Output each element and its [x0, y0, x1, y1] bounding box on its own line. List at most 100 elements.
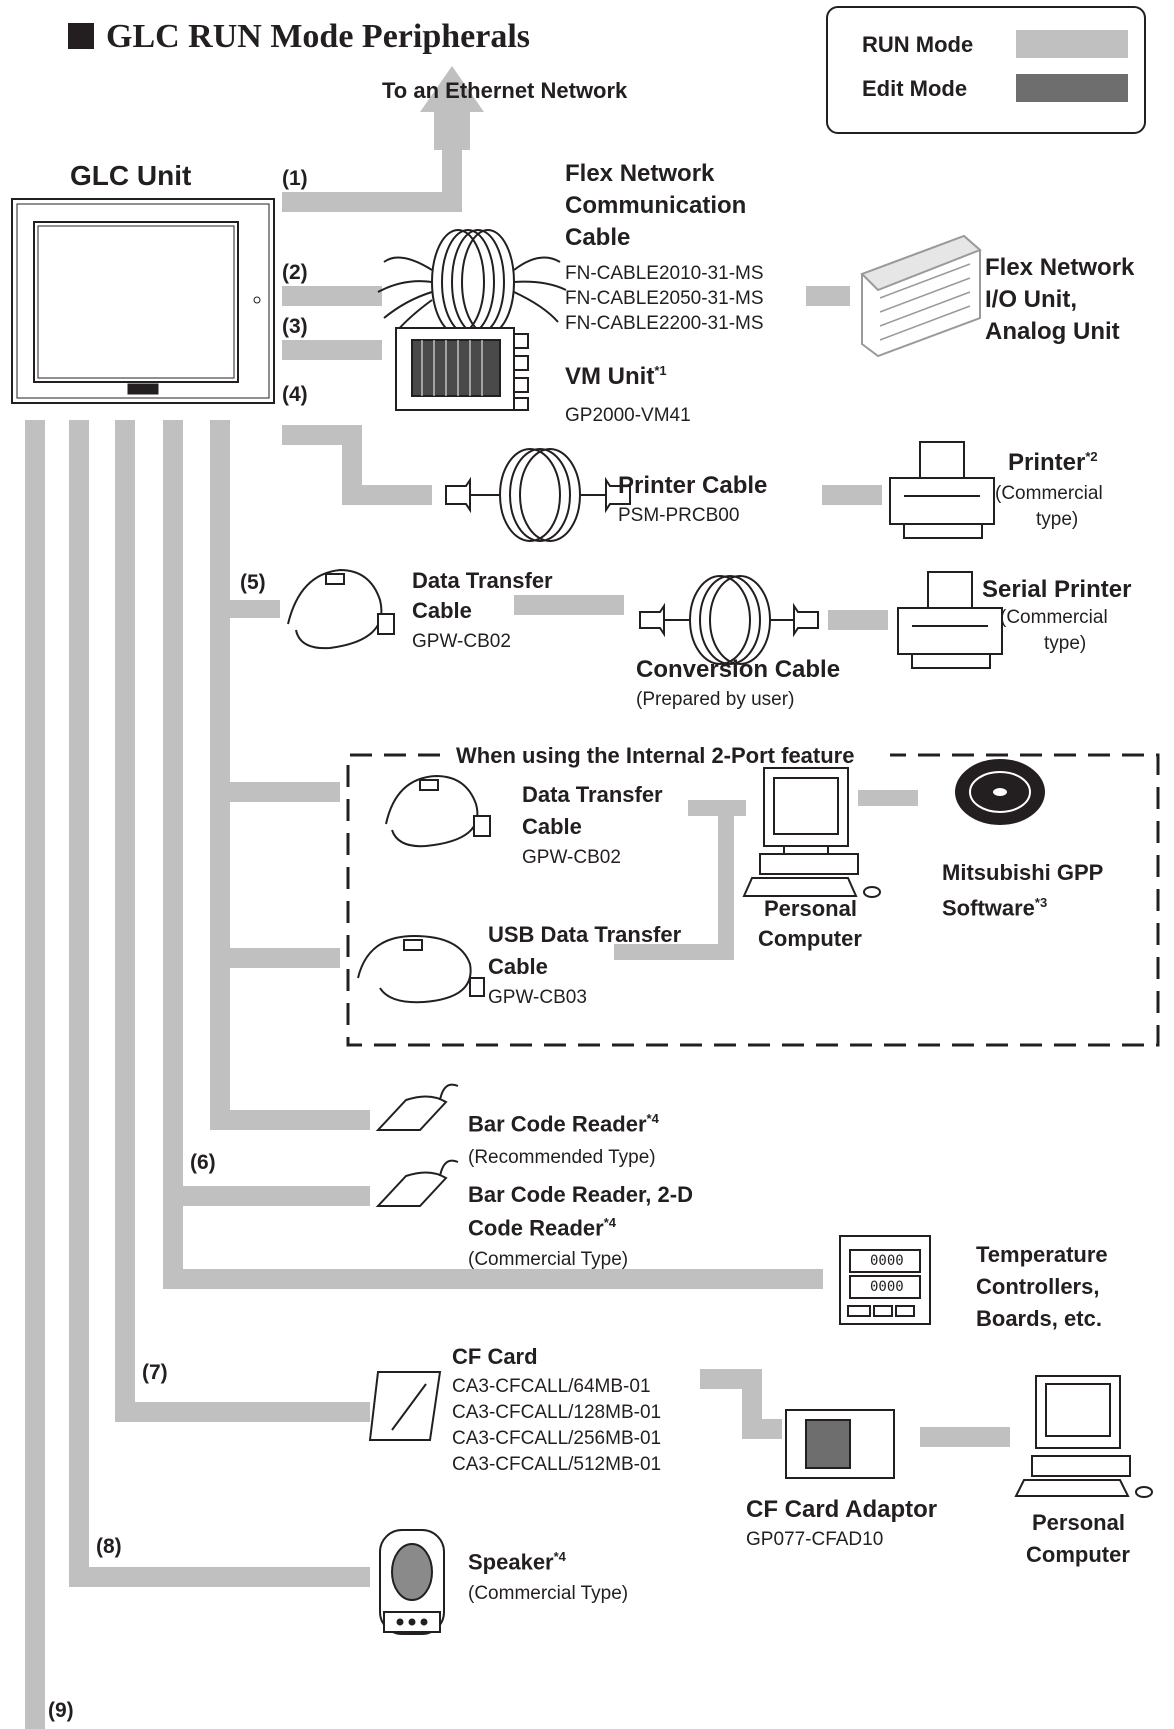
printer-name: Printer — [1008, 449, 1086, 476]
printer-type-1: (Commercial — [995, 483, 1103, 504]
flex-io-unit-image — [860, 234, 982, 358]
speaker-name: Speaker — [468, 1549, 554, 1575]
serial-printer-image — [897, 571, 1003, 669]
two-port-dt-label-1: Data Transfer — [522, 782, 663, 807]
flex-cable-model-2: FN-CABLE2050-31-MS — [565, 288, 764, 309]
barcode-1-type: (Recommended Type) — [468, 1147, 656, 1168]
printer-cable-label: Printer Cable — [618, 472, 768, 499]
ethernet-label: To an Ethernet Network — [382, 78, 628, 103]
barcode-2-label-1: Bar Code Reader, 2-D — [468, 1182, 693, 1207]
flex-cable-image — [377, 229, 567, 335]
port-4: (4) — [282, 383, 308, 406]
legend-edit-label: Edit Mode — [862, 76, 968, 101]
two-port-pc-label-2: Computer — [758, 926, 862, 951]
flex-io-label-3: Analog Unit — [985, 318, 1120, 345]
glc-unit-label: GLC Unit — [70, 160, 192, 191]
barcode-1-note: *4 — [646, 1111, 659, 1126]
temp-display-1: 0000 — [870, 1253, 904, 1269]
data-transfer-1-label-1: Data Transfer — [412, 568, 553, 593]
vm-unit-label: VM Unit*1 — [565, 364, 667, 389]
cf-card-model-3: CA3-CFCALL/256MB-01 — [452, 1428, 662, 1449]
two-port-sw-name: Software — [942, 895, 1035, 921]
conversion-cable-label: Conversion Cable — [636, 656, 841, 683]
two-port-dt-label-2: Cable — [522, 814, 582, 839]
flex-cable-title-2: Communication — [565, 192, 747, 219]
two-port-sw-label-2: Software*3 — [942, 896, 1047, 919]
two-port-usb-label-2: Cable — [488, 954, 548, 979]
title-bullet — [68, 23, 94, 49]
legend-edit-swatch — [1016, 74, 1128, 102]
flex-cable-model-3: FN-CABLE2200-31-MS — [565, 313, 764, 334]
two-port-usb-model: GPW-CB03 — [488, 987, 587, 1008]
data-transfer-cable-2-image — [385, 774, 491, 848]
flex-io-label-2: I/O Unit, — [985, 286, 1077, 313]
barcode-1-name: Bar Code Reader — [468, 1111, 647, 1137]
two-port-box — [346, 753, 1160, 1047]
cf-card-image — [368, 1371, 442, 1441]
personal-computer-image — [742, 767, 881, 898]
printer-label: Printer*2 — [1008, 450, 1098, 475]
conversion-cable-image — [639, 575, 819, 665]
cf-adaptor-model: GP077-CFAD10 — [746, 1529, 884, 1550]
printer-type-2: type) — [1036, 509, 1079, 530]
page-title-text: GLC RUN Mode Peripherals — [106, 18, 531, 55]
trunk-5 — [210, 420, 230, 1130]
serial-printer-label: Serial Printer — [982, 576, 1132, 603]
speaker-type: (Commercial Type) — [468, 1583, 629, 1604]
printer-cable-image — [445, 448, 631, 542]
trunk-6 — [163, 420, 183, 1289]
port-5: (5) — [240, 571, 266, 594]
conversion-cable-note: (Prepared by user) — [636, 689, 795, 710]
speaker-image — [379, 1529, 445, 1635]
two-port-sw-label-1: Mitsubishi GPP — [942, 860, 1104, 885]
barcode-2-note: *4 — [603, 1215, 617, 1230]
serial-printer-type-2: type) — [1044, 633, 1087, 654]
temp-ctrl-label-2: Controllers, — [976, 1274, 1100, 1299]
legend: RUN Mode Edit Mode — [826, 6, 1146, 134]
port-6: (6) — [190, 1151, 216, 1174]
page-title: GLC RUN Mode Peripherals — [68, 20, 530, 54]
vm-unit-name: VM Unit — [565, 363, 655, 390]
port-1: (1) — [282, 167, 308, 190]
flex-cable-model-1: FN-CABLE2010-31-MS — [565, 263, 764, 284]
speaker-note: *4 — [553, 1549, 566, 1564]
barcode-2-name: Code Reader — [468, 1215, 604, 1241]
trunk-7 — [115, 420, 135, 1422]
vm-unit-note: *1 — [654, 363, 667, 378]
cd-software-image — [955, 759, 1045, 825]
printer-note: *2 — [1085, 449, 1098, 464]
two-port-pc-label-1: Personal — [764, 896, 857, 921]
connector-lines — [25, 66, 1010, 1729]
cf-card-model-1: CA3-CFCALL/64MB-01 — [452, 1376, 651, 1397]
serial-printer-type-1: (Commercial — [1000, 607, 1108, 628]
temp-ctrl-label-1: Temperature — [976, 1242, 1108, 1267]
two-port-dt-model: GPW-CB02 — [522, 847, 621, 868]
flex-cable-title-3: Cable — [565, 224, 631, 251]
barcode-reader-2-image — [375, 1159, 459, 1207]
legend-run-label: RUN Mode — [862, 32, 974, 57]
cf-adaptor-image — [785, 1409, 895, 1479]
data-transfer-1-model: GPW-CB02 — [412, 631, 511, 652]
trunk-8 — [69, 420, 89, 1587]
two-port-sw-note: *3 — [1034, 895, 1048, 910]
port-7: (7) — [142, 1361, 168, 1384]
vm-unit-image — [395, 327, 529, 411]
port-3: (3) — [282, 315, 308, 338]
barcode-1-label: Bar Code Reader*4 — [468, 1112, 659, 1135]
temp-display-2: 0000 — [870, 1279, 904, 1295]
pc2-label-1: Personal — [1032, 1510, 1125, 1535]
flex-io-label-1: Flex Network — [985, 254, 1135, 281]
speaker-label: Speaker*4 — [468, 1550, 566, 1573]
data-transfer-cable-image — [287, 568, 395, 650]
barcode-2-label-2: Code Reader*4 — [468, 1216, 616, 1239]
cf-card-model-2: CA3-CFCALL/128MB-01 — [452, 1402, 662, 1423]
vm-unit-model: GP2000-VM41 — [565, 405, 691, 426]
port-2: (2) — [282, 261, 308, 284]
personal-computer-2-image — [1014, 1375, 1153, 1498]
port-9: (9) — [48, 1699, 74, 1722]
cf-card-model-4: CA3-CFCALL/512MB-01 — [452, 1454, 662, 1475]
temp-ctrl-label-3: Boards, etc. — [976, 1306, 1102, 1331]
trunk-9 — [25, 420, 45, 1729]
